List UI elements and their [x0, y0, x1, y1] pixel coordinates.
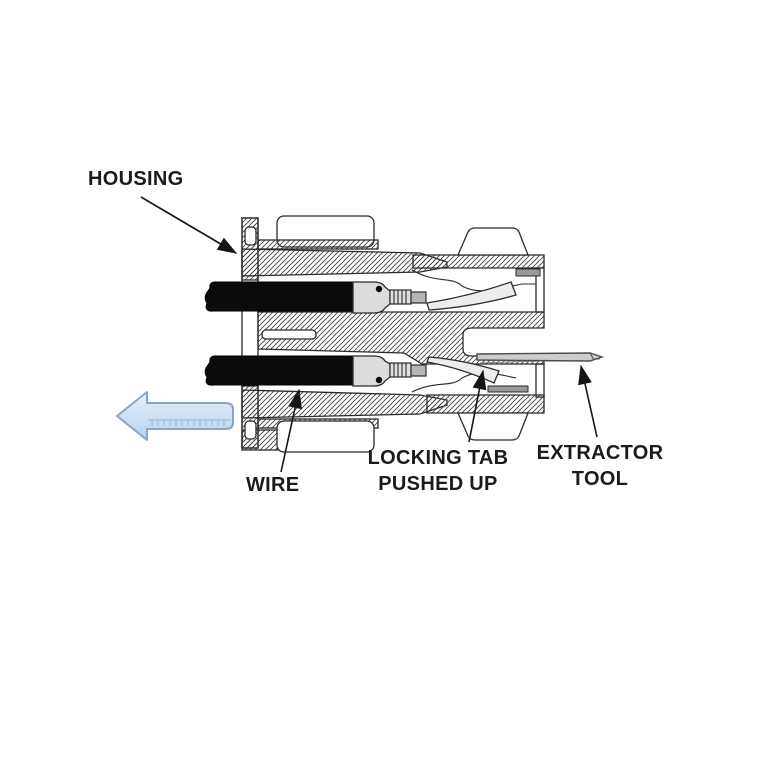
terminal-crimp-bottom	[352, 355, 391, 387]
terminal-crimp-top	[352, 281, 391, 314]
wire-leader-line	[280, 388, 302, 473]
housing-notch-top	[244, 226, 257, 246]
terminal-ribs-bottom	[393, 363, 407, 377]
terminal-contact-top	[410, 291, 427, 304]
terminal-contact-bottom	[410, 364, 427, 377]
housing-bottom-cap	[276, 420, 375, 453]
extractor-tool-label-line2: TOOL	[571, 468, 629, 490]
housing-hatch-band-top	[257, 239, 379, 250]
terminal-barrel-bottom	[389, 362, 412, 378]
divider-slot	[261, 329, 317, 340]
housing-right-cap-top	[457, 227, 529, 256]
terminals	[352, 281, 517, 387]
locking-tab-label-line1: LOCKING TAB	[367, 447, 509, 469]
locking-tab-label: LOCKING TAB PUSHED UP	[363, 445, 513, 497]
pull-direction-arrow	[116, 391, 234, 441]
left-arrow-icon	[116, 391, 234, 441]
tool-notch	[589, 352, 595, 361]
arrow-ruler-ticks	[148, 419, 231, 426]
terminal-dimple-top	[375, 285, 383, 293]
wire-label: WIRE	[246, 474, 300, 496]
housing-notch-bottom	[244, 420, 257, 440]
terminal-dimple-bottom	[375, 376, 383, 384]
cavity-detail-bottom	[411, 372, 517, 393]
housing-leader-line	[140, 196, 238, 254]
seal-strip-top	[515, 268, 541, 277]
wire-bottom	[204, 355, 358, 386]
wire-top	[204, 281, 358, 312]
extractor-tool-rod	[476, 352, 605, 362]
housing-bottom-wedge	[241, 389, 448, 419]
terminal-ribs-top	[393, 290, 407, 304]
housing-right-band-top	[412, 254, 545, 269]
locking-tab-leader-line	[468, 369, 487, 443]
housing-label: HOUSING	[88, 168, 184, 190]
housing-right-band-bottom	[426, 394, 545, 414]
callout-leaders	[140, 196, 598, 473]
extractor-leader-line	[578, 364, 598, 438]
extractor-tool-label: EXTRACTOR TOOL	[532, 440, 668, 492]
locking-tab-label-line2: PUSHED UP	[378, 473, 498, 495]
housing-right-wall-lower	[535, 363, 545, 398]
locking-tab-top	[426, 281, 517, 311]
housing-right-cap-bottom	[457, 412, 529, 441]
terminal-barrel-top	[389, 289, 412, 305]
extractor-tool	[476, 352, 605, 364]
seal-strip-bottom	[487, 385, 529, 393]
wires	[204, 281, 358, 386]
housing-section	[241, 215, 545, 453]
extractor-tool-label-line1: EXTRACTOR	[536, 442, 664, 464]
